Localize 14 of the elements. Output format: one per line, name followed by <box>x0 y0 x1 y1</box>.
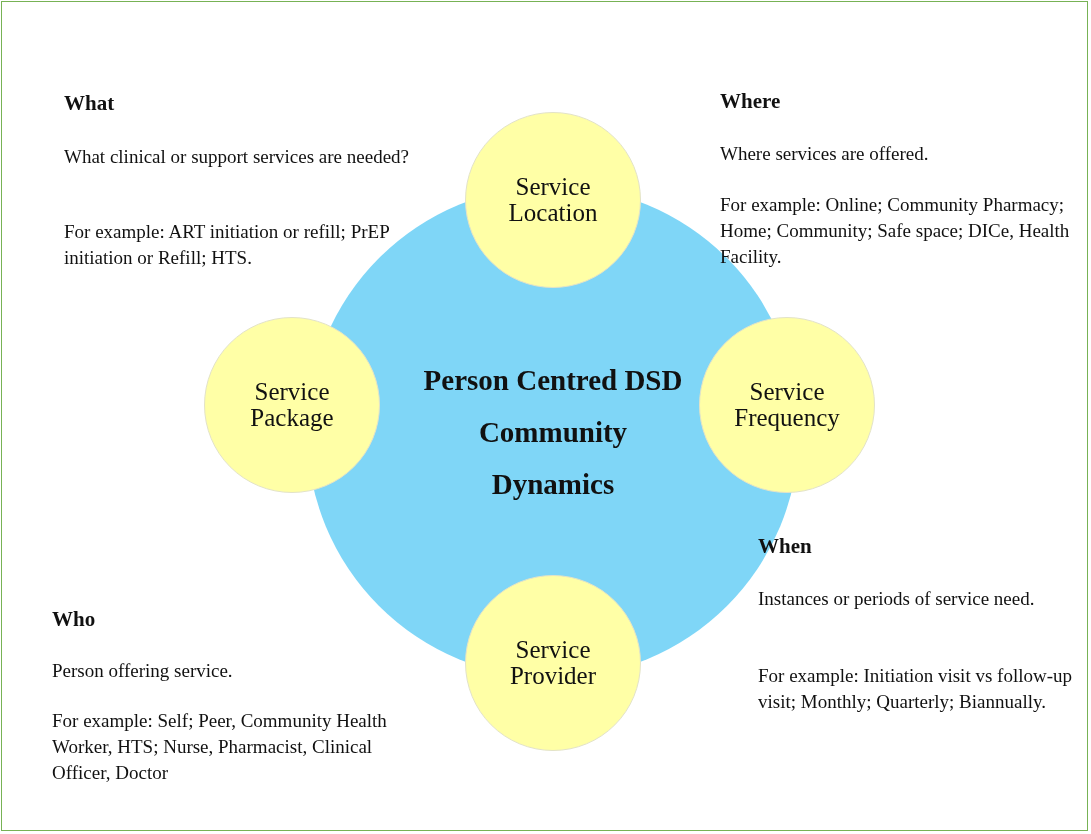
circle-node: Service Package <box>204 317 380 493</box>
description-text: For example: Initiation visit vs follow-up visit; Monthly; Quarterly; Biannually. <box>758 664 1073 714</box>
section-heading: Who <box>52 606 97 632</box>
section-heading: When <box>758 533 813 559</box>
section-heading: Where <box>720 88 782 114</box>
description-text: For example: ART initiation or refill; PrEP initiation or Refill; HTS. <box>64 220 390 270</box>
description-text: Where services are offered. <box>720 142 930 166</box>
section-heading: What <box>64 90 116 116</box>
circle-node: Service Location <box>465 112 641 288</box>
description-text: Person offering service. <box>52 659 234 683</box>
description-text: For example: Online; Community Pharmacy; Home; Community; Safe space; DICe, Health Facility. <box>720 193 1070 269</box>
description-text: What clinical or support services are needed? <box>64 145 410 169</box>
description-text: For example: Self; Peer, Community Health Worker, HTS; Nurse, Pharmacist, Clinical Officer, Doctor <box>52 709 388 785</box>
description-text: Instances or periods of service need. <box>758 587 1036 611</box>
